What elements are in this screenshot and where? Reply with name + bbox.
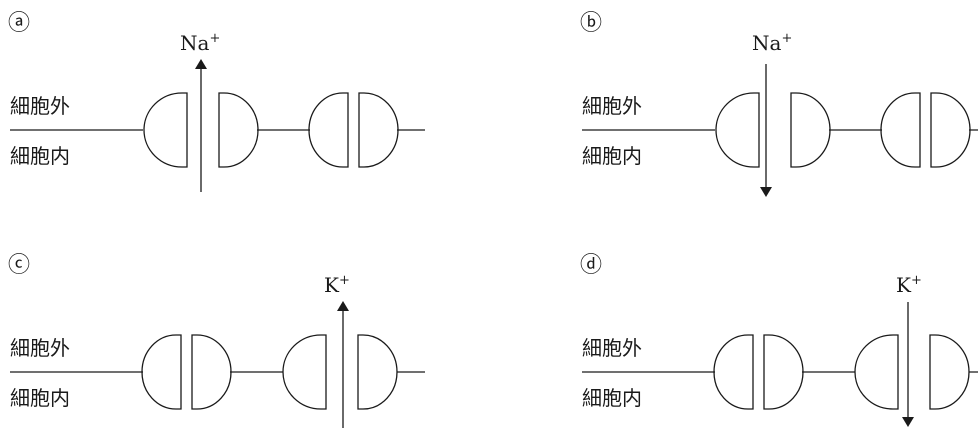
channel-left-half [282,334,327,410]
intracellular-label: 細胞内 [582,144,642,168]
panel-label: ⓑ [580,11,602,36]
channel-left-half [141,334,182,410]
channel-left-half [308,92,349,168]
ion-name: Na [752,31,782,55]
channel-left-half [143,92,188,168]
extracellular-label: 細胞外 [10,336,70,360]
channel-right-half [929,334,970,410]
intracellular-label: 細胞内 [582,386,642,410]
ion-charge: + [339,273,350,288]
ion-charge: + [209,31,220,46]
panel-a: ⓐ Na+ 細胞外 細胞内 [8,11,425,192]
panel-c: ⓒ K+ 細胞外 細胞内 [8,253,425,428]
ion-name: Na [180,31,210,55]
channel-left-half [715,92,760,168]
ion-charge: + [911,273,922,288]
panel-label: ⓐ [8,11,30,36]
ion-name: K [324,273,340,297]
channel-right-half [357,334,398,410]
panel-label: ⓓ [580,253,602,278]
channel-left-half [880,92,921,168]
panel-b: ⓑ Na+ 細胞外 細胞内 [580,11,978,197]
extracellular-label: 細胞外 [10,94,70,118]
ion-charge: + [781,31,792,46]
ion-label: Na+ [752,31,792,55]
extracellular-label: 細胞外 [582,336,642,360]
ion-label: K+ [896,273,922,297]
panel-d: ⓓ K+ 細胞外 細胞内 [580,253,978,427]
channel-left-half [854,334,899,410]
intracellular-label: 細胞内 [10,386,70,410]
ion-name: K [896,273,912,297]
channel-right-half [358,92,399,168]
channel-right-half [763,334,804,410]
intracellular-label: 細胞内 [10,144,70,168]
channel-left-half [713,334,754,410]
channel-right-half [930,92,971,168]
panel-label: ⓒ [8,253,30,278]
ion-label: K+ [324,273,350,297]
ion-label: Na+ [180,31,220,55]
channel-right-half [218,92,259,168]
channel-right-half [790,92,831,168]
extracellular-label: 細胞外 [582,94,642,118]
channel-right-half [191,334,232,410]
